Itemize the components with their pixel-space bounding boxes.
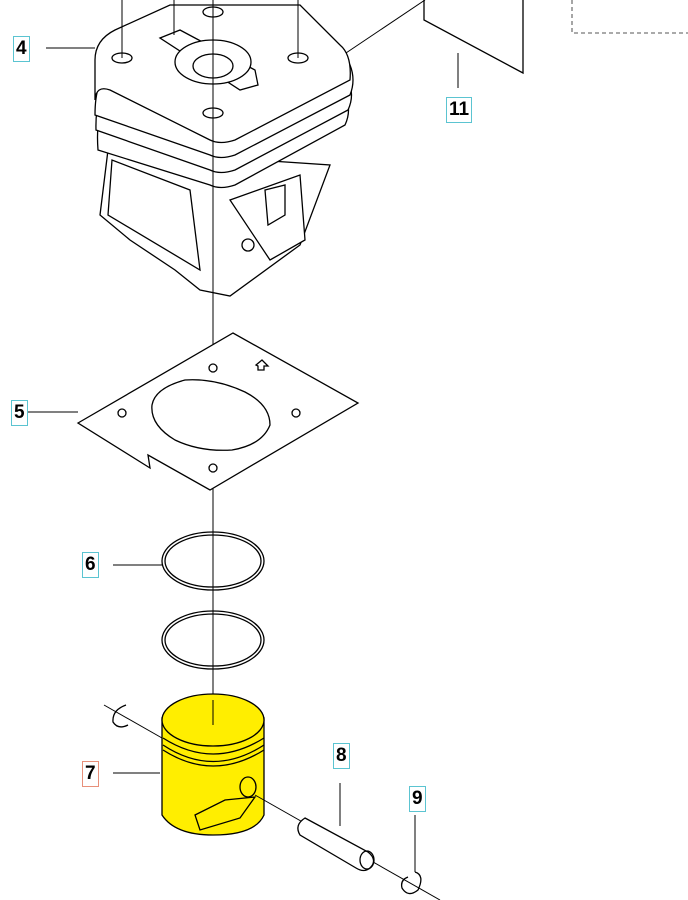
part-9-circlip[interactable] bbox=[400, 815, 422, 895]
callout-5[interactable]: 5 bbox=[11, 400, 28, 426]
part-6-piston-rings[interactable] bbox=[113, 531, 265, 670]
part-4-cylinder[interactable] bbox=[46, 0, 354, 297]
callout-8[interactable]: 8 bbox=[333, 743, 350, 769]
part-5-gasket[interactable] bbox=[28, 332, 360, 491]
cooling-fins bbox=[94, 4, 354, 189]
part-11-plate bbox=[339, 0, 524, 88]
callout-7-selected[interactable]: 7 bbox=[82, 761, 99, 787]
callout-4[interactable]: 4 bbox=[13, 36, 30, 62]
callout-11[interactable]: 11 bbox=[446, 97, 473, 123]
part-7-piston[interactable] bbox=[113, 693, 265, 836]
callout-9[interactable]: 9 bbox=[409, 786, 426, 812]
part-8-piston-pin[interactable] bbox=[297, 783, 375, 872]
dashed-frame bbox=[571, 0, 688, 34]
part-9-circlip-left bbox=[103, 704, 163, 739]
callout-6[interactable]: 6 bbox=[82, 552, 99, 578]
